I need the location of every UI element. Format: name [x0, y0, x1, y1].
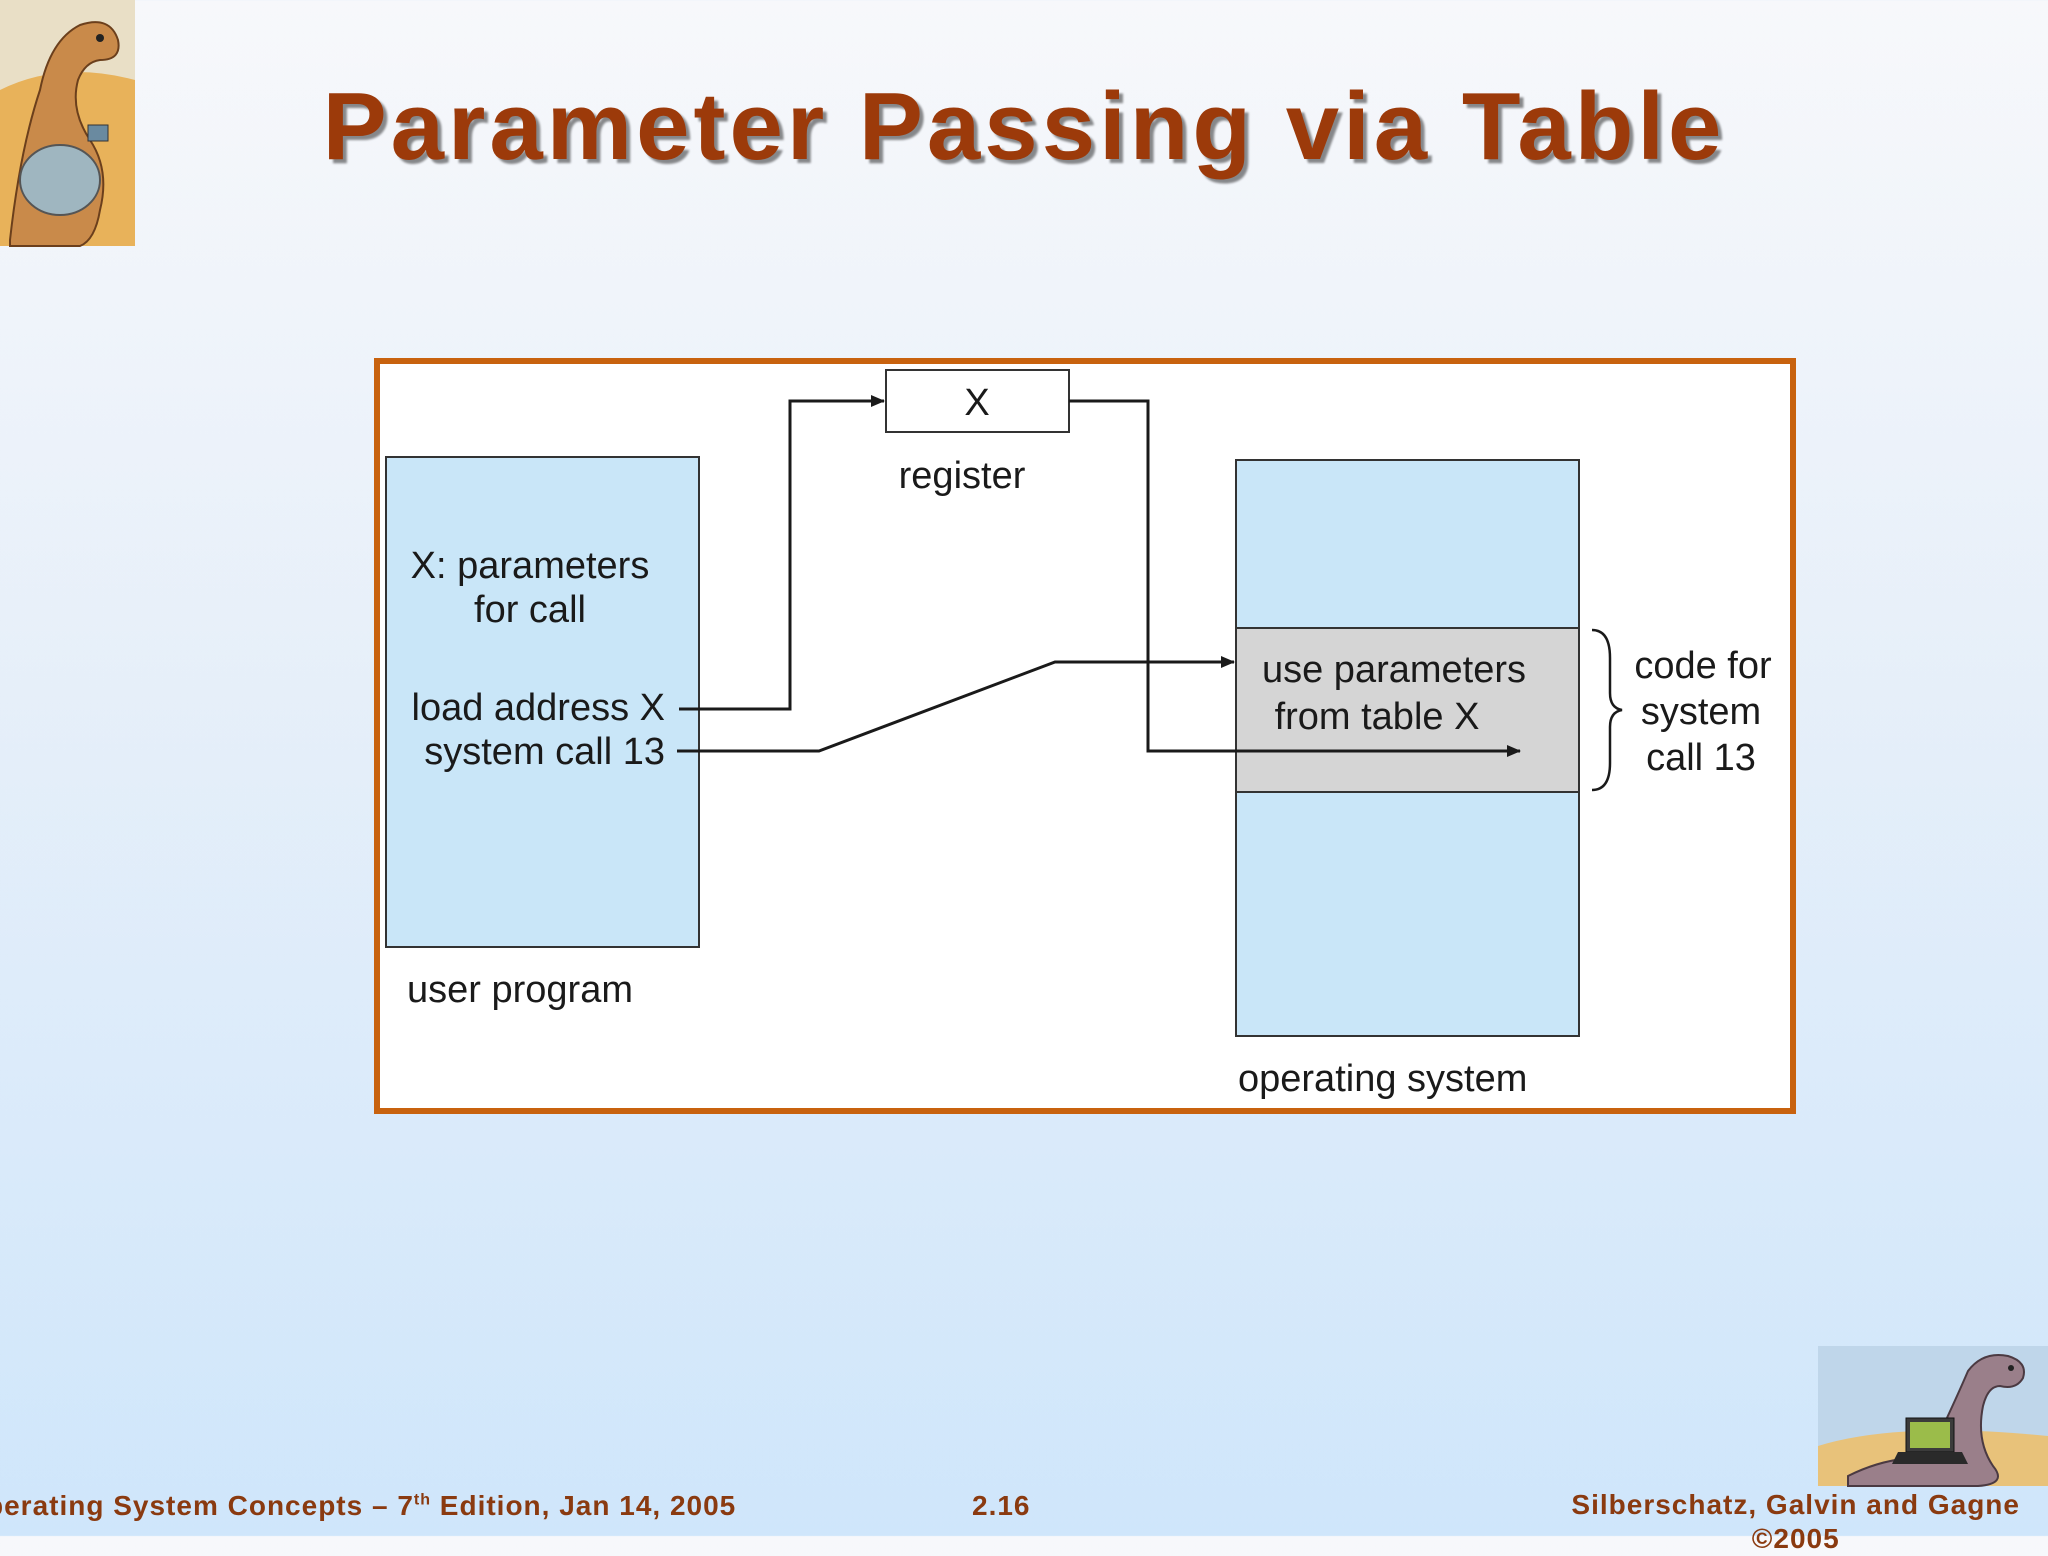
use-parameters-line-2: from table X	[1275, 696, 1480, 738]
user-program-label: user program	[407, 969, 633, 1011]
parameter-table-diagram: X: parameters for call load address X sy…	[374, 358, 1796, 1114]
register-label: register	[899, 455, 1026, 497]
footer-page-number: 2.16	[972, 1490, 1031, 1521]
register-box	[885, 369, 1070, 433]
code-brace	[1591, 628, 1623, 792]
params-line-2: for call	[474, 589, 586, 631]
system-call-label: system call 13	[424, 731, 665, 773]
brace-label-line-3: call 13	[1646, 737, 1756, 779]
slide-title: Parameter Passing via Table	[322, 73, 1726, 180]
use-parameters-line-1: use parameters	[1262, 649, 1526, 691]
user-program-box	[385, 456, 700, 948]
footer-copyright: ©2005	[1751, 1523, 1840, 1554]
operating-system-label: operating system	[1238, 1058, 1527, 1100]
footer-authors-names: Silberschatz, Galvin and Gagne	[1571, 1489, 2020, 1520]
params-line-1: X: parameters	[411, 545, 650, 587]
system-call-arrow	[677, 656, 1235, 753]
dinosaur-laptop-icon	[1818, 1346, 2048, 1487]
footer-book-title: perating System Concepts – 7th Edition, …	[0, 1490, 737, 1521]
brace-label-line-1: code for	[1634, 645, 1772, 687]
system-call-code-band	[1235, 627, 1580, 793]
footer-authors: Silberschatz, Galvin and Gagne ©2005	[1571, 1488, 2020, 1554]
register-value: X	[964, 382, 989, 424]
load-address-label: load address X	[412, 687, 666, 729]
load-address-arrow	[679, 395, 885, 711]
brace-label-line-2: system	[1641, 691, 1761, 733]
dinosaur-reading-icon	[0, 0, 135, 247]
register-to-os-arrow	[1069, 399, 1521, 757]
